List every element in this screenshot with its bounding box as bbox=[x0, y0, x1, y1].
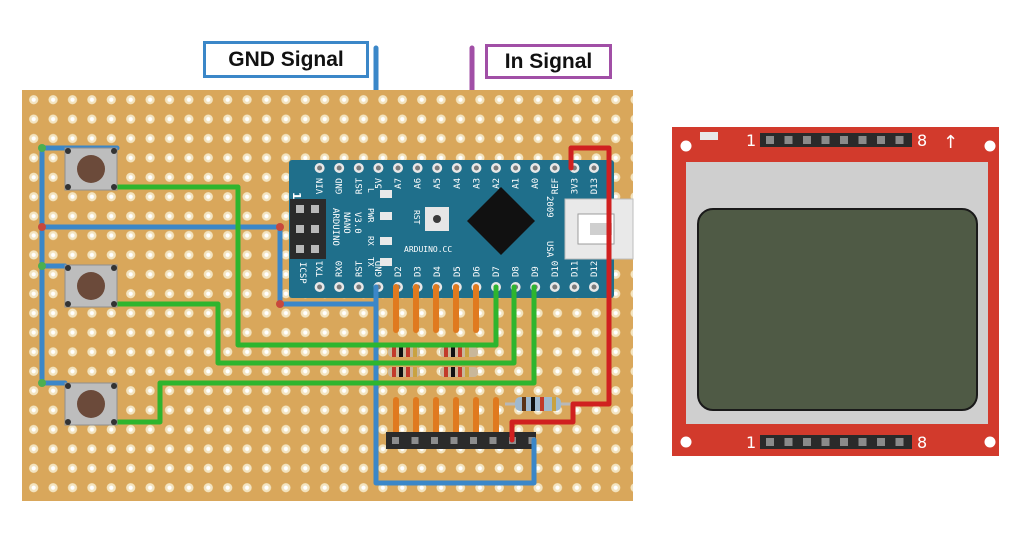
nano-bottom-pin-label: D9 bbox=[531, 266, 541, 277]
nano-bottom-pin-label: D3 bbox=[414, 266, 424, 277]
nano-bottom-pin-label: D7 bbox=[492, 266, 502, 277]
nano-bottom-pin-label: D8 bbox=[512, 266, 522, 277]
header-pin bbox=[470, 437, 477, 444]
nano-top-pin-label: A0 bbox=[531, 178, 541, 189]
nano-top-pin-label: A5 bbox=[433, 178, 443, 189]
lcd-header-pin bbox=[895, 136, 904, 144]
arduino-brand-label: ARDUINO.CC bbox=[404, 245, 452, 254]
nano-bottom-pin-label: D4 bbox=[433, 266, 443, 277]
header-pin bbox=[392, 437, 399, 444]
nano-bottom-pin-label: D10 bbox=[551, 261, 561, 277]
lcd-header-pin bbox=[821, 438, 830, 446]
nano-top-pin-label: 5V bbox=[374, 177, 384, 188]
led-tx-icon bbox=[380, 258, 392, 266]
gnd-signal-label: GND Signal bbox=[203, 41, 369, 78]
header-pin bbox=[450, 437, 458, 444]
lcd-header-pin bbox=[877, 136, 885, 144]
nano-top-pin-label: RST bbox=[355, 177, 365, 194]
signal-wires bbox=[114, 184, 537, 425]
led-pwr-icon bbox=[380, 212, 392, 220]
arduino-nano: D13 3V3 REF A0 A1 A2 A3 A4 A5 A6 A7 5V RST GND VIN D12… bbox=[289, 160, 634, 298]
header-pin bbox=[431, 437, 438, 444]
led-rx-icon bbox=[380, 237, 392, 245]
icsp-pin-one-label: 1 bbox=[290, 192, 303, 200]
lcd-header-pin bbox=[766, 438, 774, 446]
led-label-tx: TX bbox=[366, 257, 375, 267]
lcd-header-pin bbox=[895, 438, 904, 446]
nano-top-pin-label: A7 bbox=[394, 178, 404, 189]
nano-top-pin-label: VIN bbox=[316, 178, 326, 194]
lcd-header-pin bbox=[840, 136, 848, 144]
lcd-arrow-icon: ↑ bbox=[943, 132, 958, 153]
led-label-pwr: PWR bbox=[366, 208, 375, 223]
lcd-bottom-pin-first: 1 bbox=[746, 433, 756, 452]
push-button-icon bbox=[64, 264, 118, 308]
nano-bottom-pin-label: TX1 bbox=[316, 261, 326, 277]
lcd-header-pin bbox=[784, 438, 793, 446]
nano-top-pin-label: A4 bbox=[453, 178, 463, 189]
lcd-bottom-header-icon bbox=[760, 435, 912, 449]
nano-bottom-pin-label: D5 bbox=[453, 266, 463, 277]
lcd-top-pin-first: 1 bbox=[746, 131, 756, 150]
microcontroller-chip-icon bbox=[467, 187, 535, 255]
nano-top-pin-label: 3V3 bbox=[570, 178, 580, 194]
nano-bottom-pin-label: RST bbox=[355, 260, 365, 277]
nano-bottom-pin-label: D2 bbox=[394, 266, 404, 277]
nano-top-pin-label: GND bbox=[335, 178, 345, 194]
nano-bottom-pin-label: D12 bbox=[590, 261, 600, 277]
nano-name-line-1: ARDUINO bbox=[330, 208, 340, 246]
lcd-header-pin bbox=[858, 438, 867, 446]
nano-bottom-pin-label: D11 bbox=[570, 261, 580, 277]
nano-bottom-pin-label: GND bbox=[374, 261, 384, 277]
nano-top-pin-label: A1 bbox=[512, 178, 522, 189]
nano-top-pin-label: REF bbox=[551, 178, 561, 194]
led-l-icon bbox=[380, 190, 392, 198]
nano-bottom-pin-label: RX0 bbox=[335, 261, 345, 277]
lcd-header-pin bbox=[766, 136, 774, 144]
power-wire bbox=[509, 145, 612, 443]
lcd-header-pin bbox=[821, 136, 830, 144]
nano-top-pin-label: A6 bbox=[414, 178, 424, 189]
push-button-icon bbox=[64, 147, 118, 191]
year-label: 2009 bbox=[544, 196, 554, 218]
led-label-l: L bbox=[366, 188, 375, 193]
lcd-header-pin bbox=[877, 438, 885, 446]
push-button-icon bbox=[64, 382, 118, 426]
lcd-top-pin-last: 8 bbox=[917, 131, 927, 150]
backlight-resistor-icon bbox=[505, 397, 575, 411]
lcd-bottom-pin-last: 8 bbox=[917, 433, 927, 452]
lcd-header-pin bbox=[840, 438, 848, 446]
usb-connector-icon bbox=[564, 198, 634, 260]
reset-label: RST bbox=[412, 210, 421, 225]
lcd-header-pin bbox=[803, 438, 811, 446]
led-label-rx: RX bbox=[366, 236, 375, 246]
lcd-header-pin bbox=[784, 136, 793, 144]
nano-name-line-3: V3.0 bbox=[352, 212, 362, 234]
nano-top-pin-label: D13 bbox=[590, 178, 600, 194]
nano-top-pin-label: A2 bbox=[492, 178, 502, 189]
origin-label: USA bbox=[544, 241, 554, 258]
header-pin bbox=[411, 437, 419, 444]
lcd-top-header-icon bbox=[760, 133, 912, 147]
nano-name-line-2: NANO bbox=[341, 212, 351, 234]
icsp-label: ICSP bbox=[297, 262, 307, 284]
header-pin bbox=[489, 437, 497, 444]
lcd-module: 1 8 ↑ 1 8 bbox=[672, 127, 999, 456]
nano-bottom-pin-label: D6 bbox=[472, 266, 482, 277]
icsp-header-icon bbox=[290, 199, 326, 259]
in-signal-label: In Signal bbox=[485, 44, 612, 79]
lcd-header-pin bbox=[803, 136, 811, 144]
lcd-header-pin bbox=[858, 136, 867, 144]
nano-top-pin-label: A3 bbox=[472, 178, 482, 189]
